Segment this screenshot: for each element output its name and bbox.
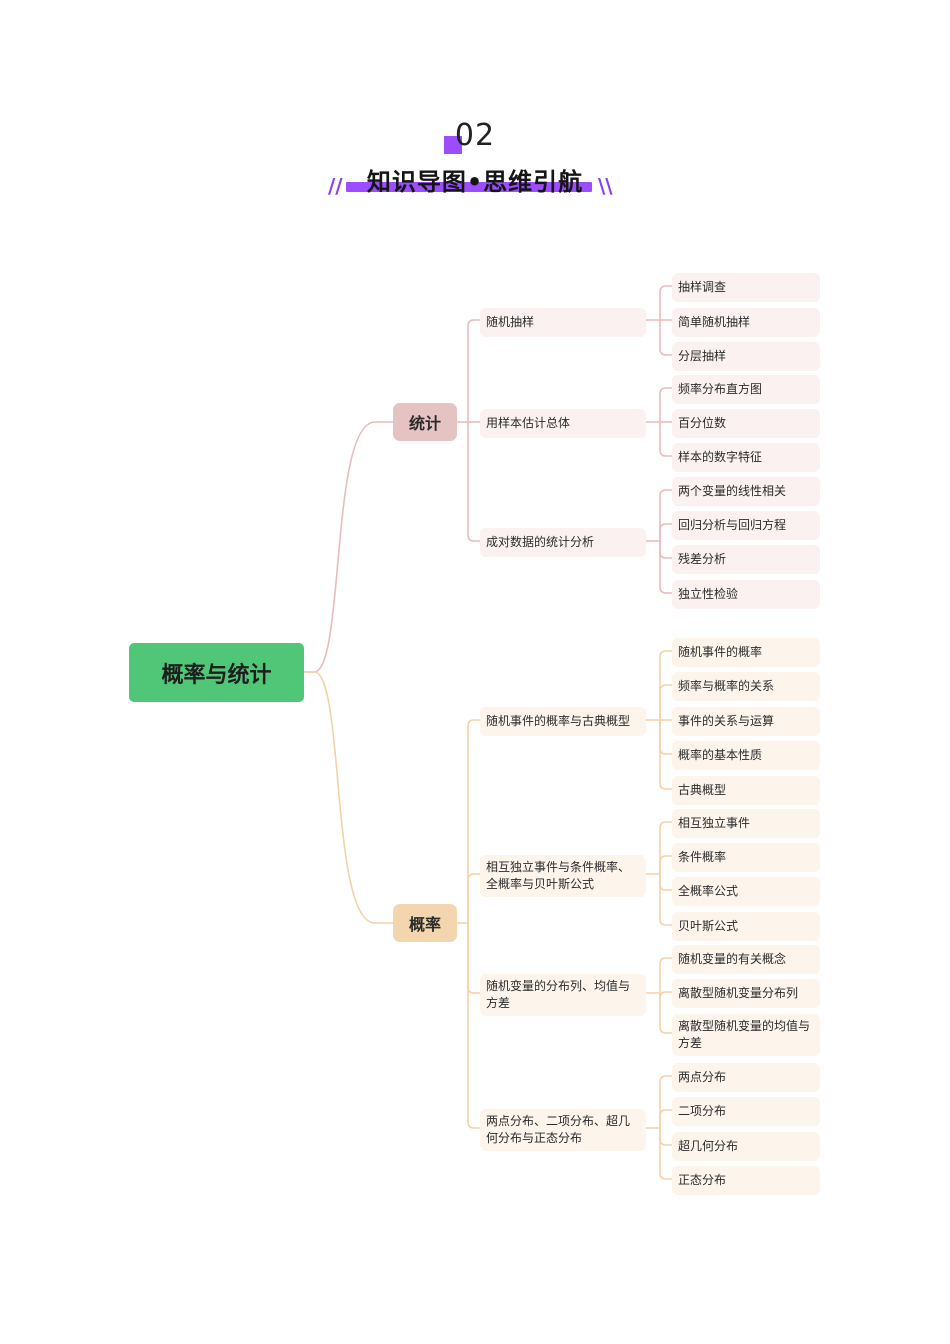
leaf-node[interactable]: 两点分布 bbox=[672, 1063, 820, 1092]
section-number: 02 bbox=[454, 118, 496, 153]
statistics-topics-link-0 bbox=[467, 319, 480, 422]
conditional-leaves-link-0 bbox=[659, 821, 672, 874]
header-title-underline bbox=[346, 182, 592, 192]
topic-node-distributions[interactable]: 两点分布、二项分布、超几何分布与正态分布 bbox=[480, 1109, 646, 1151]
leaf-node[interactable]: 超几何分布 bbox=[672, 1132, 820, 1161]
leaf-node[interactable]: 随机变量的有关概念 bbox=[672, 945, 820, 974]
classical-leaves-link-0 bbox=[659, 650, 672, 720]
leaf-node[interactable]: 二项分布 bbox=[672, 1097, 820, 1126]
root-to-statistics-line bbox=[304, 421, 393, 673]
probability-topics-link-2 bbox=[467, 923, 480, 994]
leaf-node[interactable]: 独立性检验 bbox=[672, 580, 820, 609]
leaf-node[interactable]: 条件概率 bbox=[672, 843, 820, 872]
root-to-probability-line bbox=[304, 671, 393, 924]
distribution-leaves-link-0 bbox=[659, 1075, 672, 1128]
topic-node-random-sampling[interactable]: 随机抽样 bbox=[480, 308, 646, 337]
header-number-highlight bbox=[444, 136, 462, 154]
distribution-leaves-link-3 bbox=[659, 1128, 672, 1180]
leaf-node[interactable]: 相互独立事件 bbox=[672, 809, 820, 838]
leaf-node[interactable]: 抽样调查 bbox=[672, 273, 820, 302]
mindmap-root-node[interactable]: 概率与统计 bbox=[129, 643, 304, 702]
leaf-node[interactable]: 概率的基本性质 bbox=[672, 741, 820, 770]
leaf-node[interactable]: 两个变量的线性相关 bbox=[672, 477, 820, 506]
classical-leaves-link-1 bbox=[659, 684, 672, 720]
topic-node-conditional-probability[interactable]: 相互独立事件与条件概率、全概率与贝叶斯公式 bbox=[480, 855, 646, 897]
leaf-node[interactable]: 正态分布 bbox=[672, 1166, 820, 1195]
classical-leaves-link-3 bbox=[659, 720, 672, 755]
leaf-node[interactable]: 离散型随机变量的均值与方差 bbox=[672, 1014, 820, 1056]
paired-leaves-link-1 bbox=[659, 523, 672, 541]
estimate-leaves-link-0 bbox=[659, 387, 672, 422]
leaf-node[interactable]: 古典概型 bbox=[672, 776, 820, 805]
topic-node-classical-probability[interactable]: 随机事件的概率与古典概型 bbox=[480, 707, 646, 736]
topic-node-random-variable[interactable]: 随机变量的分布列、均值与方差 bbox=[480, 974, 646, 1016]
probability-topics-link-3 bbox=[467, 923, 480, 1129]
leaf-node[interactable]: 频率与概率的关系 bbox=[672, 672, 820, 701]
estimate-leaves-link-2 bbox=[659, 422, 672, 457]
statistics-topics-link-2 bbox=[467, 422, 480, 542]
leaf-node[interactable]: 频率分布直方图 bbox=[672, 375, 820, 404]
leaf-node[interactable]: 贝叶斯公式 bbox=[672, 912, 820, 941]
sampling-leaves-link-0 bbox=[659, 285, 672, 320]
section-title: 知识导图•思维引航 bbox=[366, 168, 584, 196]
distribution-leaves-link-2 bbox=[659, 1128, 672, 1146]
slash-decoration-right: \\ bbox=[598, 174, 613, 198]
branch-node-probability[interactable]: 概率 bbox=[393, 904, 457, 942]
leaf-node[interactable]: 样本的数字特征 bbox=[672, 443, 820, 472]
leaf-node[interactable]: 随机事件的概率 bbox=[672, 638, 820, 667]
leaf-node[interactable]: 分层抽样 bbox=[672, 342, 820, 371]
leaf-node[interactable]: 简单随机抽样 bbox=[672, 308, 820, 337]
leaf-node[interactable]: 回归分析与回归方程 bbox=[672, 511, 820, 540]
leaf-node[interactable]: 全概率公式 bbox=[672, 877, 820, 906]
slash-decoration-left: // bbox=[328, 174, 343, 198]
leaf-node[interactable]: 残差分析 bbox=[672, 545, 820, 574]
branch-node-statistics[interactable]: 统计 bbox=[393, 403, 457, 441]
leaf-node[interactable]: 事件的关系与运算 bbox=[672, 707, 820, 736]
topic-node-paired-data[interactable]: 成对数据的统计分析 bbox=[480, 528, 646, 557]
distribution-leaves-link-1 bbox=[659, 1109, 672, 1128]
variable-leaves-link-0 bbox=[659, 957, 672, 993]
paired-leaves-link-0 bbox=[659, 489, 672, 541]
paired-leaves-link-2 bbox=[659, 541, 672, 559]
leaf-node[interactable]: 离散型随机变量分布列 bbox=[672, 979, 820, 1008]
topic-node-sample-estimate[interactable]: 用样本估计总体 bbox=[480, 409, 646, 438]
sampling-leaves-link-2 bbox=[659, 320, 672, 356]
variable-leaves-link-1 bbox=[659, 991, 672, 999]
probability-topics-link-1 bbox=[467, 873, 480, 923]
variable-leaves-link-2 bbox=[659, 993, 672, 1034]
conditional-leaves-link-3 bbox=[659, 874, 672, 926]
probability-topics-link-0 bbox=[467, 719, 480, 923]
leaf-node[interactable]: 百分位数 bbox=[672, 409, 820, 438]
conditional-leaves-link-1 bbox=[659, 855, 672, 874]
classical-leaves-link-4 bbox=[659, 720, 672, 790]
paired-leaves-link-3 bbox=[659, 541, 672, 594]
conditional-leaves-link-2 bbox=[659, 874, 672, 891]
